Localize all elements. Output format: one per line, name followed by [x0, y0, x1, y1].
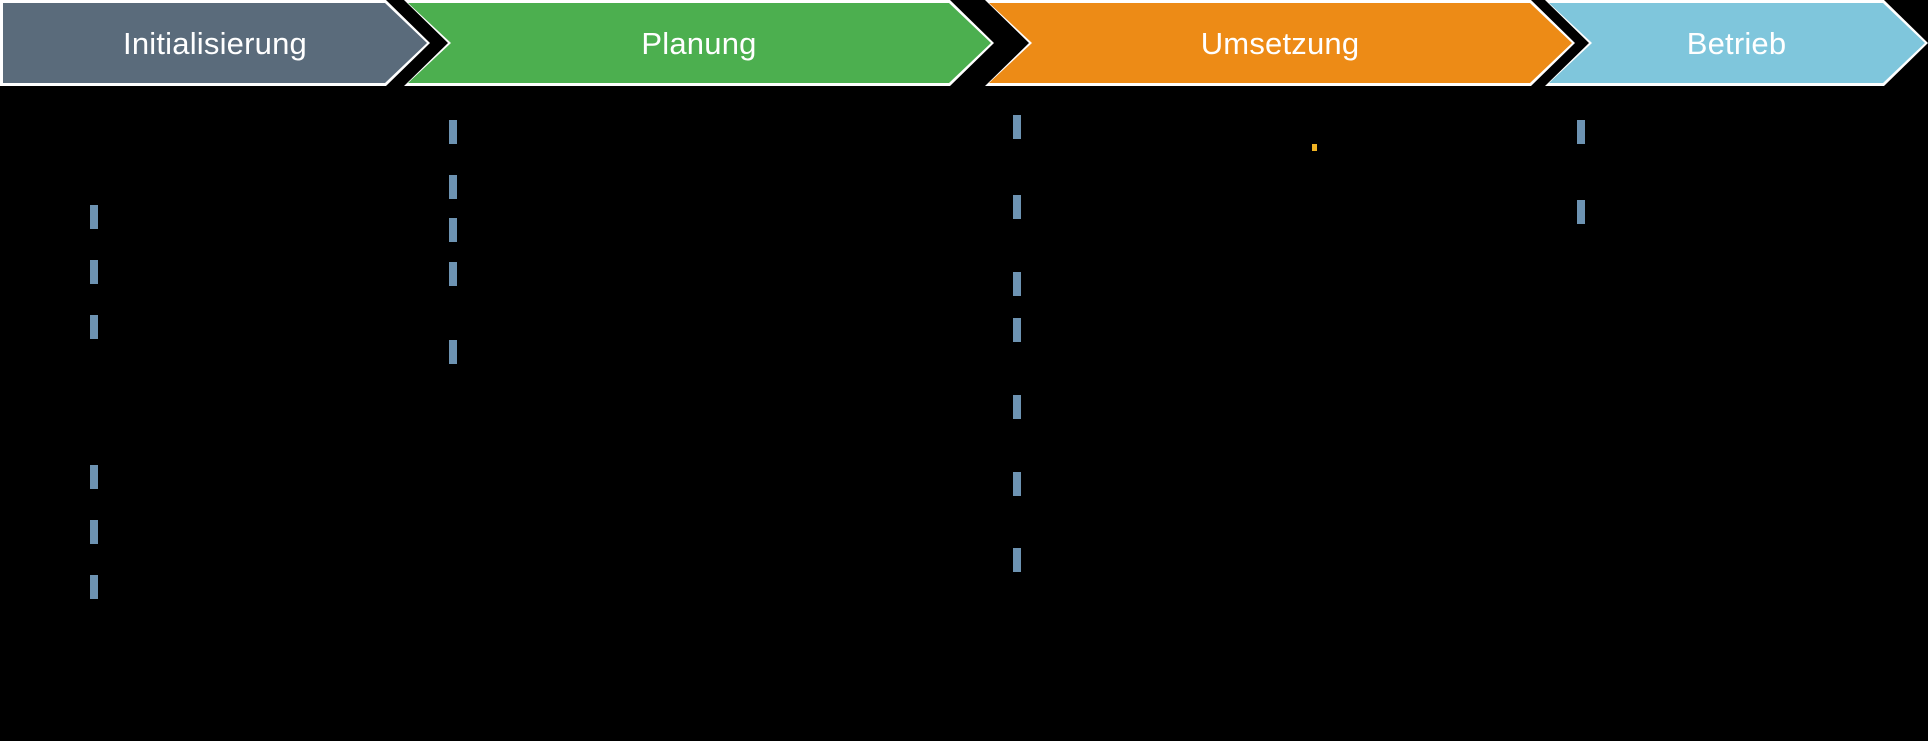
chevron-fill: Umsetzung — [985, 0, 1575, 86]
bullet-marker — [1013, 318, 1021, 342]
bullet-marker — [449, 120, 457, 144]
bullet-marker — [90, 465, 98, 489]
phase-content-area — [0, 86, 1928, 741]
bullet-marker — [90, 575, 98, 599]
bullet-marker — [1577, 200, 1585, 224]
project-phase-banner: Initialisierung Planung Umsetzung Betrie… — [0, 0, 1928, 86]
bullet-marker — [1013, 548, 1021, 572]
phase-label-initialisierung: Initialisierung — [123, 25, 307, 61]
phase-label-umsetzung: Umsetzung — [1200, 25, 1360, 61]
bullet-marker — [1013, 472, 1021, 496]
chevron-fill: Betrieb — [1545, 0, 1928, 86]
phase-chevron-planung[interactable]: Planung — [404, 0, 994, 86]
bullet-marker — [1013, 395, 1021, 419]
bullet-marker — [90, 520, 98, 544]
phase-label-planung: Planung — [641, 25, 757, 61]
bullet-marker — [1013, 115, 1021, 139]
bullet-marker — [90, 315, 98, 339]
chevron-fill: Initialisierung — [0, 0, 430, 86]
bullet-marker — [90, 205, 98, 229]
phase-chevron-umsetzung[interactable]: Umsetzung — [985, 0, 1575, 86]
bullet-marker — [1013, 195, 1021, 219]
phase-chevron-betrieb[interactable]: Betrieb — [1545, 0, 1928, 86]
bullet-marker — [449, 218, 457, 242]
bullet-marker — [1577, 120, 1585, 144]
phase-label-betrieb: Betrieb — [1686, 25, 1787, 61]
bullet-marker — [449, 175, 457, 199]
accent-dot — [1312, 144, 1317, 151]
bullet-marker — [1013, 272, 1021, 296]
bullet-marker — [449, 262, 457, 286]
chevron-fill: Planung — [404, 0, 994, 86]
bullet-marker — [449, 340, 457, 364]
phase-chevron-initialisierung[interactable]: Initialisierung — [0, 0, 430, 86]
bullet-marker — [90, 260, 98, 284]
